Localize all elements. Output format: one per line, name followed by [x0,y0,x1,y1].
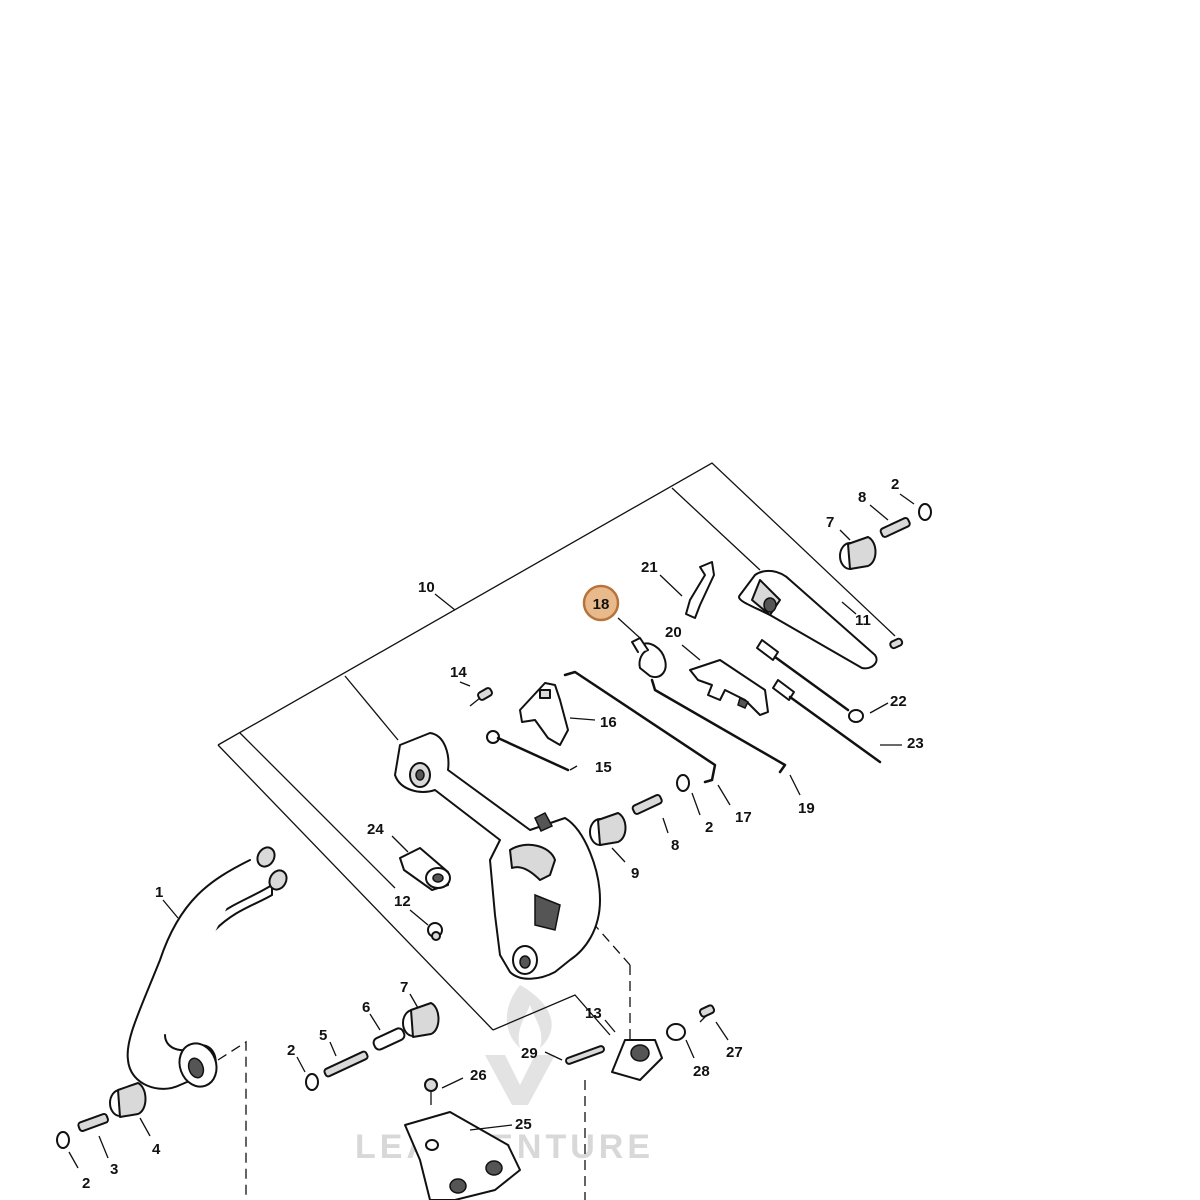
label-7-lower[interactable]: 7 [400,979,408,996]
part-cable-22[interactable] [756,639,864,723]
part-washer-2b[interactable] [676,774,690,792]
part-labels: 1 2 3 4 2 5 6 7 10 14 15 16 24 12 9 8 2 … [82,476,924,1192]
part-bolt-8a[interactable] [631,794,663,815]
part-handlebar[interactable] [126,844,290,1091]
part-washer-2d[interactable] [305,1073,319,1091]
label-2-lower-middle[interactable]: 2 [287,1042,295,1059]
part-buffer-7b[interactable] [839,536,877,570]
part-throttle-trigger[interactable] [689,659,769,716]
part-switch-16[interactable] [519,682,569,746]
part-plug-12[interactable] [427,922,443,941]
part-screw-26[interactable] [424,1078,438,1105]
part-spring-15[interactable] [486,730,570,772]
label-29[interactable]: 29 [521,1045,538,1062]
part-buffer-4[interactable] [109,1082,147,1118]
label-7-upper[interactable]: 7 [826,514,834,531]
part-bolt-8b[interactable] [879,517,911,538]
part-buffer-7a[interactable] [402,1002,440,1038]
label-26[interactable]: 26 [470,1067,487,1084]
label-27[interactable]: 27 [726,1044,743,1061]
label-14[interactable]: 14 [450,664,467,681]
part-av-element-24[interactable] [399,847,451,891]
part-cover-25[interactable] [404,1111,521,1200]
label-4[interactable]: 4 [152,1141,161,1158]
label-19[interactable]: 19 [798,800,815,817]
label-15[interactable]: 15 [595,759,612,776]
label-24[interactable]: 24 [367,821,384,838]
label-20[interactable]: 20 [665,624,682,641]
leader-lines [68,493,915,1169]
part-cable-23[interactable] [772,679,882,764]
part-rear-handle-housing[interactable] [394,732,601,980]
label-1[interactable]: 1 [155,884,163,901]
part-sleeve-6[interactable] [372,1027,406,1051]
label-11[interactable]: 11 [855,612,871,629]
label-22[interactable]: 22 [890,693,907,710]
label-10[interactable]: 10 [418,579,435,596]
watermark-flame-icon [506,985,552,1048]
label-12[interactable]: 12 [394,893,411,910]
part-throttle-cover[interactable] [738,569,878,670]
part-bracket-13[interactable] [611,1039,663,1081]
label-8-middle[interactable]: 8 [671,837,679,854]
part-rod-19[interactable] [650,678,787,774]
label-23[interactable]: 23 [907,735,924,752]
part-torsion-spring-18[interactable] [631,637,667,678]
part-washer-2a[interactable] [918,503,932,521]
part-bolt-3[interactable] [77,1112,109,1132]
part-rod-17[interactable] [563,670,717,784]
part-bolt-5[interactable] [323,1050,369,1078]
watermark-v-icon [485,1055,555,1105]
part-buffer-9[interactable] [589,812,627,846]
label-2-upper[interactable]: 2 [891,476,899,493]
label-25[interactable]: 25 [515,1116,532,1133]
label-17[interactable]: 17 [735,809,752,826]
label-16[interactable]: 16 [600,714,617,731]
label-2-middle[interactable]: 2 [705,819,713,836]
label-3[interactable]: 3 [110,1161,118,1178]
label-18[interactable]: 18 [593,596,610,613]
part-pin-29[interactable] [565,1045,605,1065]
highlight-marker-18[interactable]: 18 [582,584,620,622]
label-8-upper[interactable]: 8 [858,489,866,506]
label-21[interactable]: 21 [641,559,658,576]
label-2-lower-left[interactable]: 2 [82,1175,90,1192]
label-13[interactable]: 13 [585,1005,602,1022]
part-screw-14[interactable] [469,687,493,707]
label-9[interactable]: 9 [631,865,639,882]
label-6[interactable]: 6 [362,999,370,1016]
label-5[interactable]: 5 [319,1027,327,1044]
part-washer-2c[interactable] [56,1131,70,1149]
part-screw-27[interactable] [698,1004,716,1023]
part-lever-21[interactable] [685,561,715,619]
part-screw-11[interactable] [889,637,904,650]
label-28[interactable]: 28 [693,1063,710,1080]
watermark: LEADVENTURE [355,985,650,1166]
part-sleeve-28[interactable] [666,1023,686,1041]
assembly-frame [217,462,896,1200]
